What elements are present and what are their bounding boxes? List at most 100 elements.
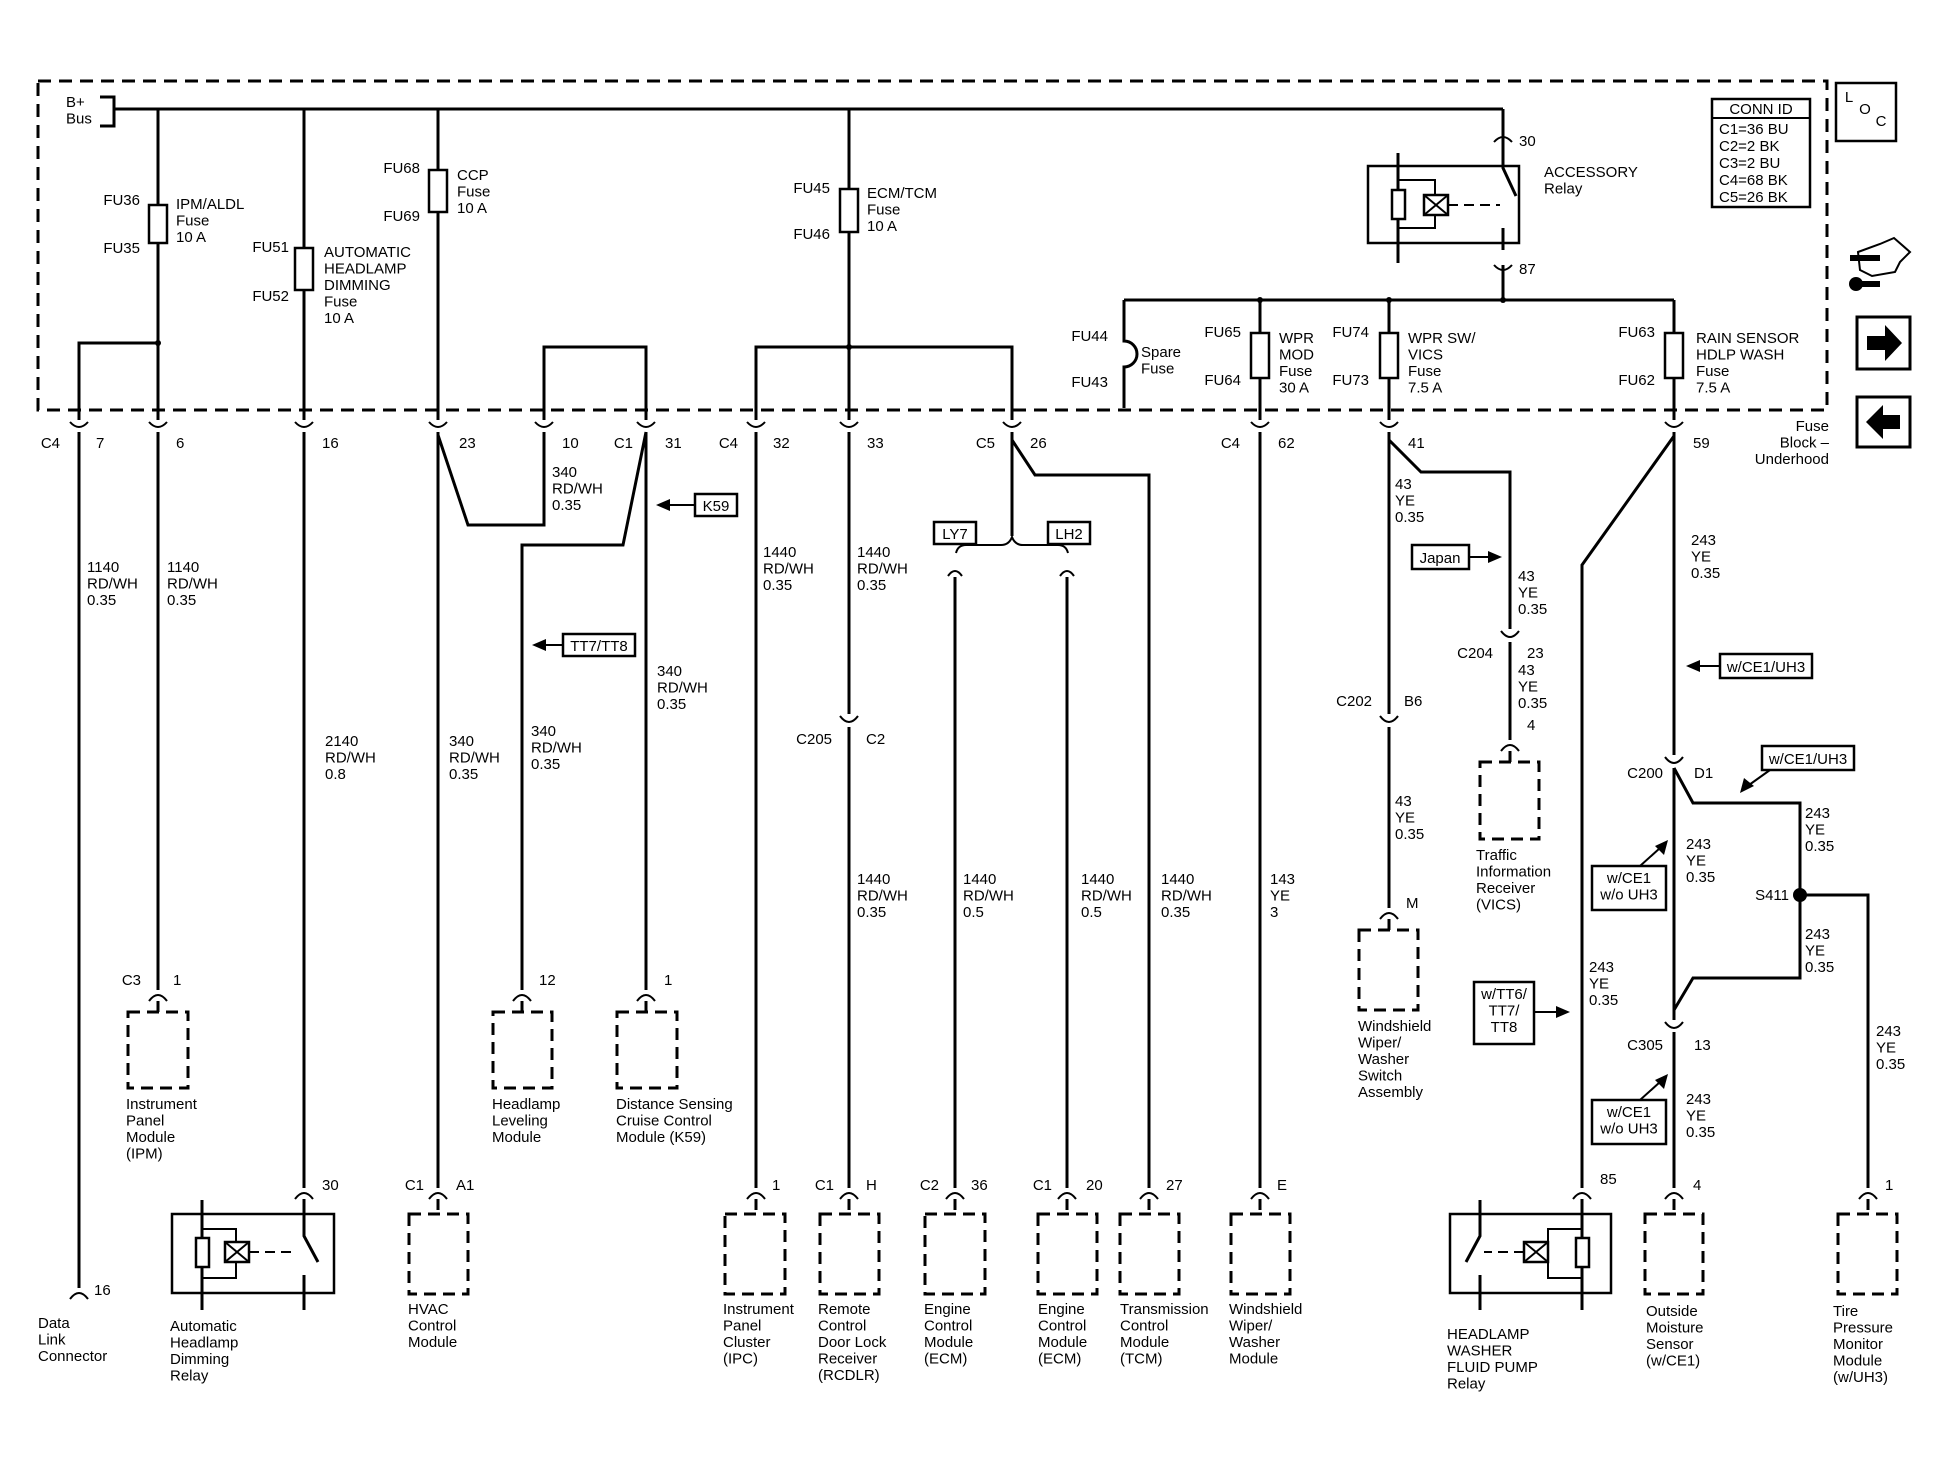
label-line: Headlamp	[492, 1096, 560, 1113]
label-line: YE	[1686, 853, 1706, 870]
component-pin: M	[1406, 895, 1419, 912]
option-tag-ce1-uh3-b[interactable]: w/CE1/UH3	[1740, 744, 1856, 793]
block-pin-number: 6	[176, 435, 184, 452]
fuse-spare-bottom: FU43	[1071, 374, 1108, 391]
next-arrow-button[interactable]	[1855, 315, 1912, 371]
block-pin-conn: C4	[1221, 435, 1240, 452]
label-line: Control	[924, 1318, 972, 1335]
label-line: YE	[1395, 810, 1415, 827]
label-line: Control	[1038, 1318, 1086, 1335]
block-pin-number: 32	[773, 435, 790, 452]
component-conn: C3	[122, 972, 141, 989]
label-line: HEADLAMP	[1447, 1326, 1530, 1343]
label-line: 0.35	[1161, 904, 1190, 921]
label-line: RD/WH	[763, 561, 814, 578]
label-line: 340	[552, 464, 577, 481]
label-line: Washer	[1229, 1334, 1280, 1351]
label-line: 0.35	[449, 766, 478, 783]
option-tag-tt7-tt8[interactable]: TT7/TT8	[532, 632, 637, 658]
label-line: 0.35	[1686, 869, 1715, 886]
label-line: 1140	[87, 559, 119, 576]
loc-letter-c: C	[1876, 113, 1887, 130]
component-box-wwsa	[1357, 928, 1420, 1012]
label-line: 7.5 A	[1408, 380, 1442, 397]
label-line: Instrument	[723, 1301, 795, 1318]
label-line: 0.35	[1691, 565, 1720, 582]
component-pin: 1	[173, 972, 181, 989]
block-pin-number: 7	[96, 435, 104, 452]
conn-id-table: CONN ID C1=36 BU C2=2 BK C3=2 BU C4=68 B…	[1710, 97, 1812, 209]
label-line: Fuse	[1279, 363, 1312, 380]
label-line: RD/WH	[449, 750, 500, 767]
label-line: 2140	[325, 733, 358, 750]
label-line: Bus	[66, 111, 92, 128]
option-tag-lh2[interactable]: LH2	[1046, 520, 1092, 546]
label-line: Block –	[1780, 435, 1830, 452]
label-line: w/CE1	[1606, 1104, 1651, 1121]
loc-letter-o: O	[1859, 101, 1871, 118]
label-line: RD/WH	[857, 888, 908, 905]
option-tag-k59[interactable]: K59	[656, 492, 739, 518]
previous-arrow-button[interactable]	[1855, 395, 1912, 449]
label-line: 0.5	[1081, 904, 1102, 921]
label-line: Traffic	[1476, 847, 1517, 864]
conn-id-row: C1=36 BU	[1719, 121, 1789, 138]
label-line: YE	[1686, 1108, 1706, 1125]
option-tag-ly7[interactable]: LY7	[932, 520, 978, 546]
option-tag-ce1-uh3-a[interactable]: w/CE1/UH3	[1686, 652, 1814, 680]
label-line: w/o UH3	[1599, 1121, 1658, 1138]
conn-id-row: C3=2 BU	[1719, 155, 1780, 172]
label-line: Module	[492, 1129, 541, 1146]
label-line: 1440	[1081, 871, 1114, 888]
inline-connector-pin: 23	[1527, 645, 1544, 662]
block-pin-number: 41	[1408, 435, 1425, 452]
component-pin: E	[1277, 1177, 1287, 1194]
inline-connector-pin: C2	[866, 731, 885, 748]
option-tag-text: w/CE1/UH3	[1726, 659, 1805, 676]
accessory-bus	[1124, 297, 1676, 420]
label-line: 243	[1876, 1023, 1901, 1040]
label-line: Pressure	[1833, 1320, 1893, 1337]
component-pin: 16	[94, 1282, 111, 1299]
harness-icon[interactable]	[1849, 236, 1912, 291]
component-box-hvac	[407, 1212, 470, 1296]
component-box-ecm2	[1036, 1212, 1099, 1296]
inline-connector-pin: D1	[1694, 765, 1713, 782]
inline-connector-conn: C202	[1336, 693, 1372, 710]
label-line: 0.35	[1395, 509, 1424, 526]
label-line: Moisture	[1646, 1320, 1704, 1337]
fuse-ccp	[427, 168, 449, 214]
component-pin: H	[866, 1177, 877, 1194]
option-tag-japan[interactable]: Japan	[1410, 543, 1502, 571]
label-line: Automatic	[170, 1318, 237, 1335]
component-pin: 85	[1600, 1171, 1617, 1188]
block-pin-symbols	[69, 421, 1684, 428]
option-tag-tt6-tt7-tt8[interactable]: w/TT6/TT7/TT8	[1472, 980, 1570, 1046]
label-line: Connector	[38, 1348, 107, 1365]
option-tag-text: K59	[703, 498, 730, 515]
label-line: YE	[1518, 679, 1538, 696]
fuse-ecm-top: FU45	[793, 180, 830, 197]
label-line: Module	[408, 1334, 457, 1351]
bus-feeds	[77, 109, 1505, 420]
label-line: Underhood	[1755, 451, 1829, 468]
